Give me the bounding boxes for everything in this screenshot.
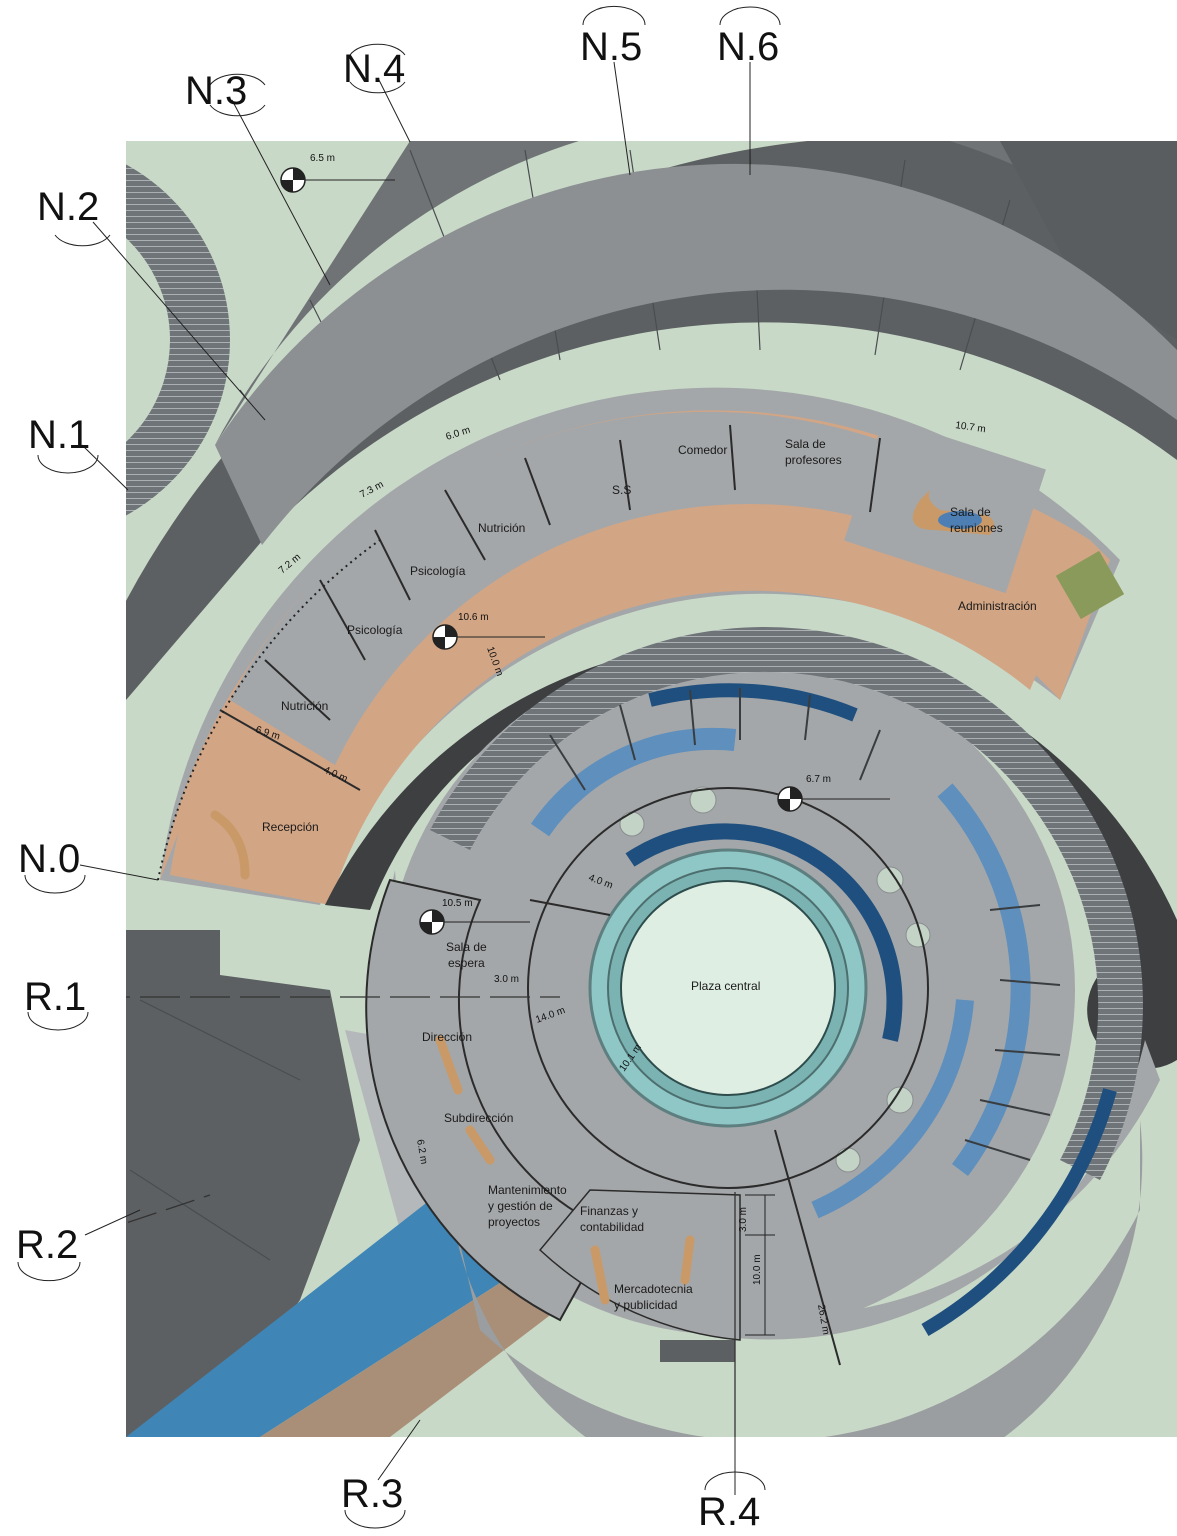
label-sala-espera-2: espera <box>448 956 485 970</box>
label-recepcion: Recepción <box>262 820 319 834</box>
roof-band-upper-right <box>1000 141 1177 340</box>
outer-walkway <box>215 163 1177 546</box>
office-strip <box>230 411 880 765</box>
dim-6-2: 6.2 m <box>414 1139 429 1166</box>
label-psicologia-2: Psicología <box>410 564 466 578</box>
label-administracion: Administración <box>958 599 1037 613</box>
bench-curve-dark-1 <box>625 823 903 1042</box>
dark-ring <box>325 640 1177 1069</box>
grid-axis-labels: N.2 N.3 N.4 N.5 N.6 N.1 N.0 R.1 R.2 R.3 … <box>16 25 779 1534</box>
dimension-lines <box>745 1194 775 1336</box>
plaza-lights <box>619 786 931 1173</box>
bench-curve-light-1 <box>530 727 737 837</box>
label-comedor: Comedor <box>678 443 727 457</box>
label-mercadotecnia-1: Mercadotecnia <box>614 1282 693 1296</box>
office-dividers <box>219 424 881 791</box>
axis-r2: R.2 <box>16 1223 78 1267</box>
meeting-room-block <box>844 416 1046 594</box>
label-plaza-central: Plaza central <box>691 979 760 993</box>
dim-10-5: 10.5 m <box>442 898 473 909</box>
axis-n3: N.3 <box>185 69 247 113</box>
label-sala-espera-1: Sala de <box>446 940 487 954</box>
label-sala-reuniones-1: Sala de <box>950 505 991 519</box>
planter <box>1055 550 1125 620</box>
axis-n1: N.1 <box>28 413 90 457</box>
axis-n5: N.5 <box>580 25 642 69</box>
label-nutricion-2: Nutrición <box>478 521 525 535</box>
label-sala-profesores-1: Sala de <box>785 437 826 451</box>
bench-curve-dark-2 <box>648 683 858 722</box>
lower-left-roof <box>126 930 360 1437</box>
label-ss: S.S <box>612 483 631 497</box>
wall-line-1 <box>774 1129 841 1366</box>
label-subdireccion: Subdirección <box>444 1111 513 1125</box>
bench-curve-light-3 <box>811 999 974 1219</box>
dim-10-7: 10.7 m <box>955 420 987 435</box>
grid-axes <box>17 5 781 1529</box>
dim-6-7: 6.7 m <box>806 774 831 785</box>
axis-n4: N.4 <box>343 47 405 91</box>
dimension-labels: 6.5 m 6.0 m 7.3 m 7.2 m 10.7 m 10.6 m 10… <box>254 153 986 1336</box>
inner-wall <box>527 787 929 1189</box>
axis-n2: N.2 <box>37 185 99 229</box>
label-psicologia-1: Psicología <box>347 623 403 637</box>
radial-ribs <box>549 688 1061 1161</box>
wall-line-2 <box>529 899 611 916</box>
plaza-central <box>620 880 836 1096</box>
bench-curve-light-2 <box>937 783 1031 1177</box>
label-nutricion-1: Nutrición <box>281 699 328 713</box>
axis-r1: R.1 <box>24 975 86 1019</box>
axis-n0: N.0 <box>18 837 80 881</box>
dim-10-6: 10.6 m <box>458 612 489 623</box>
label-finanzas-1: Finanzas y <box>580 1204 638 1218</box>
label-mantenimiento-2: y gestión de <box>488 1199 553 1213</box>
dim-26-2: 26.2 m <box>815 1304 831 1336</box>
brown-sweep <box>260 1270 570 1437</box>
axis-r4: R.4 <box>698 1490 760 1534</box>
blue-sweep <box>126 1200 520 1437</box>
dim-6-5: 6.5 m <box>310 153 335 164</box>
label-mantenimiento-1: Mantenimiento <box>488 1183 567 1197</box>
label-sala-profesores-2: profesores <box>785 453 842 467</box>
label-mantenimiento-3: proyectos <box>488 1215 540 1229</box>
level-markers <box>280 167 890 935</box>
stair-block <box>660 1340 735 1362</box>
axis-n6: N.6 <box>717 25 779 69</box>
plan-area: Recepción Nutrición Psicología Psicologí… <box>126 141 1177 1437</box>
axis-r3: R.3 <box>341 1472 403 1516</box>
upper-left-amphitheatre <box>126 164 230 516</box>
lower-left-roof-lines <box>129 999 301 1261</box>
dim-10-0-b: 10.0 m <box>752 1254 763 1285</box>
desks <box>210 810 695 1305</box>
label-finanzas-2: contabilidad <box>580 1220 644 1234</box>
label-direccion: Dirección <box>422 1030 472 1044</box>
bench-curve-dark-3 <box>921 1088 1117 1337</box>
label-mercadotecnia-2: y publicidad <box>614 1298 677 1312</box>
label-sala-reuniones-2: reuniones <box>950 521 1003 535</box>
dim-3-0-a: 3.0 m <box>494 974 519 985</box>
dim-3-0-b: 3.0 m <box>738 1207 749 1232</box>
south-west-wedge <box>365 878 612 1322</box>
section-lines <box>126 996 736 1437</box>
meeting-table-inner <box>938 511 982 529</box>
finance-wedge <box>538 1189 741 1341</box>
room-labels: Recepción Nutrición Psicología Psicologí… <box>262 437 1037 1312</box>
